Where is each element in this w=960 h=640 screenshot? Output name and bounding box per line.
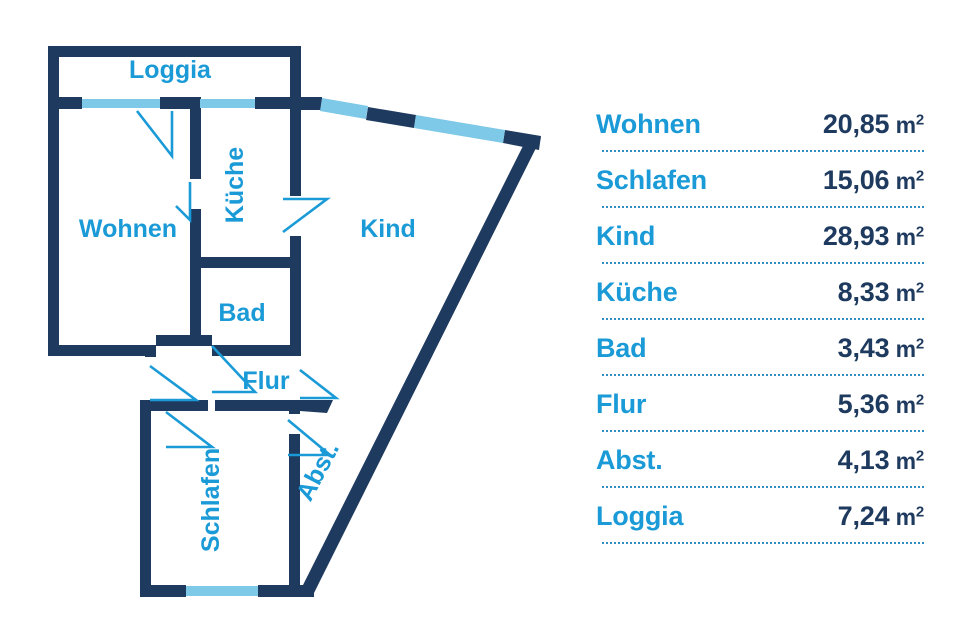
legend-room-name: Kind [596, 220, 656, 251]
legend-room-area: 5,36 m2 [837, 388, 925, 420]
room-label-bad: Bad [218, 299, 265, 327]
wall-lower-left [140, 400, 151, 597]
wall-outer-left [48, 46, 59, 356]
legend-row-flur: Flur 5,36 m2 [596, 376, 924, 432]
legend-room-name: Flur [596, 388, 647, 419]
legend-row-abst: Abst. 4,13 m2 [596, 432, 924, 488]
legend-area-unit: m2 [889, 278, 925, 306]
legend-area-value: 20,85 [822, 108, 890, 139]
legend-row-kind: Kind 28,93 m2 [596, 208, 924, 264]
legend-room-area: 15,06 m2 [823, 165, 924, 196]
wall-loggia-bottom-seg3 [255, 97, 301, 109]
door-kueche-kind [282, 197, 331, 234]
room-label-kueche: Küche [221, 147, 249, 224]
window-kind-top-left [320, 98, 368, 119]
legend-area-unit: m2 [889, 502, 925, 530]
area-legend-table: Wohnen 20,85 m2 Schlafen 15,06 m2 Kind 2… [596, 96, 924, 544]
legend-area-unit: m2 [889, 110, 925, 138]
wall-bad-left [190, 268, 201, 346]
door-flur-kind [299, 368, 340, 400]
legend-row-kueche: Küche 8,33 m2 [596, 264, 924, 320]
door-wohnen-flur [149, 364, 200, 402]
wall-flur-bottom-wedge [300, 400, 333, 413]
legend-room-name: Wohnen [596, 108, 701, 139]
legend-area-unit: m2 [889, 390, 925, 418]
legend-area-unit: m2 [889, 446, 925, 474]
wall-wohnen-bottom-stub [145, 345, 156, 357]
legend-area-unit: m2 [889, 166, 925, 194]
legend-area-value: 8,33 [837, 276, 890, 307]
legend-room-area: 7,24 m2 [837, 500, 925, 532]
wall-lower-bottom-seg1 [140, 585, 186, 597]
legend-room-name: Bad [596, 332, 647, 363]
room-label-loggia: Loggia [129, 56, 212, 84]
legend-row-loggia: Loggia 7,24 m2 [596, 488, 924, 544]
legend-room-name: Küche [596, 276, 678, 307]
wall-loggia-right [290, 46, 301, 108]
legend-area-unit: m2 [889, 334, 925, 362]
legend-row-bad: Bad 3,43 m2 [596, 320, 924, 376]
legend-area-value: 7,24 [837, 500, 890, 531]
legend-area-value: 28,93 [822, 220, 890, 251]
window-group [82, 98, 505, 596]
legend-row-schlafen: Schlafen 15,06 m2 [596, 152, 924, 208]
door-loggia-wohnen [135, 110, 174, 160]
room-label-schlafen: Schlafen [197, 448, 225, 552]
legend-room-area: 20,85 m2 [823, 109, 924, 140]
floorplan-drawing: Loggia Wohnen Küche Kind Bad Flur Schlaf… [48, 46, 541, 597]
floorplan-panel: Loggia Wohnen Küche Kind Bad Flur Schlaf… [48, 46, 541, 597]
legend-area-value: 15,06 [822, 164, 890, 195]
room-label-kind: Kind [360, 215, 416, 243]
wall-kind-top-angled-seg2 [366, 107, 416, 128]
window-loggia-left [82, 99, 160, 108]
wall-group [48, 46, 541, 597]
wall-flur-bottom-left [140, 400, 208, 411]
legend-area-unit: m2 [889, 222, 925, 250]
wall-kueche-left-lower [190, 209, 201, 257]
legend-room-area: 28,93 m2 [823, 221, 924, 252]
legend-area-value: 5,36 [837, 388, 890, 419]
wall-outer-right-diagonal [299, 136, 541, 597]
door-flur-abst [287, 419, 334, 457]
wall-loggia-bottom-seg1 [48, 97, 82, 109]
window-loggia-right [200, 99, 255, 108]
door-flur-schlafen [165, 410, 216, 449]
room-label-wohnen: Wohnen [79, 215, 177, 243]
room-label-flur: Flur [242, 367, 289, 395]
wall-kueche-right-lower [290, 236, 301, 356]
window-schlafen-bottom [186, 586, 258, 596]
wall-kind-top-angled-seg1 [301, 97, 322, 110]
legend-room-area: 4,13 m2 [837, 444, 925, 476]
legend-row-wohnen: Wohnen 20,85 m2 [596, 96, 924, 152]
legend-room-name: Abst. [596, 444, 663, 475]
door-bad-flur [211, 345, 258, 394]
wall-flur-bottom-right [215, 400, 310, 411]
wall-schlafen-right-top-stub [289, 400, 300, 414]
legend-room-area: 8,33 m2 [837, 276, 925, 308]
wall-wohnen-bottom [48, 345, 156, 356]
wall-schlafen-right [289, 434, 300, 585]
legend-area-value: 3,43 [837, 332, 890, 363]
wall-bad-bottom [156, 335, 212, 346]
wall-outer-top [48, 46, 301, 57]
wall-kueche-left [190, 97, 201, 179]
door-kueche-wohnen [175, 182, 192, 224]
legend-room-area: 3,43 m2 [837, 332, 925, 364]
wall-kueche-bottom [190, 257, 301, 268]
window-kind-top-right [414, 115, 505, 143]
door-group [135, 110, 340, 457]
legend-area-value: 4,13 [837, 444, 890, 475]
legend-room-name: Loggia [596, 500, 684, 531]
wall-lower-bottom-seg2 [258, 585, 314, 597]
wall-bad-bottom-right [212, 345, 301, 356]
wall-kueche-right-upper [290, 108, 301, 196]
legend-room-name: Schlafen [596, 164, 707, 195]
